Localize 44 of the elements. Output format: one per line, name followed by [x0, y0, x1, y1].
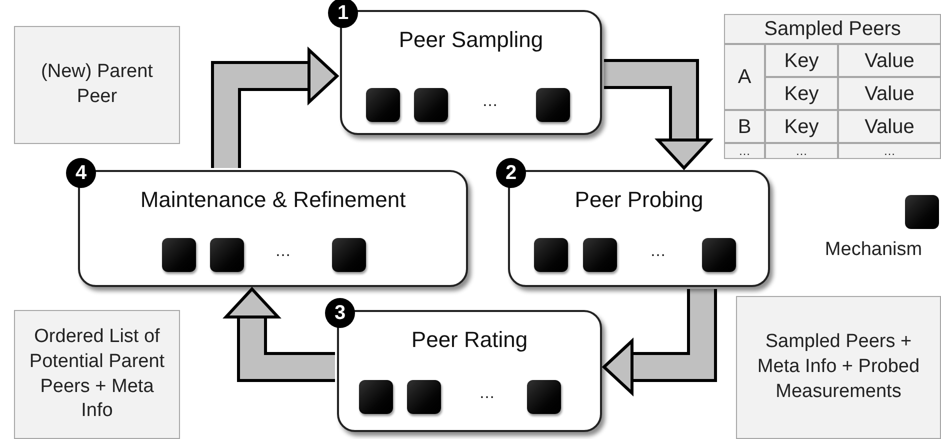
mechanism-icon [536, 88, 570, 122]
block-arrow [604, 59, 714, 170]
mechanism-icon [162, 238, 196, 272]
mechanism-icon [702, 238, 736, 272]
table-cell: Value [838, 110, 941, 143]
mechanism-icon [527, 380, 561, 414]
mechanism-icon [332, 238, 366, 272]
step-number: 1 [328, 0, 358, 28]
stage-title: Peer Sampling [398, 26, 544, 54]
ellipsis: … [650, 244, 666, 260]
block-arrow [602, 289, 717, 396]
table-cell: Sampled Peers [724, 14, 941, 44]
block-arrow [222, 286, 335, 382]
info-box: Ordered List of Potential Parent Peers + Meta Info [14, 310, 180, 439]
table-cell: … [765, 143, 838, 159]
step-number: 4 [66, 158, 96, 188]
table-cell: A [724, 44, 765, 110]
stage-title: Maintenance & Refinement [139, 186, 407, 214]
stage-title: Peer Probing [574, 186, 704, 214]
stage-title: Peer Rating [410, 326, 529, 354]
table-cell: Key [765, 44, 838, 77]
info-box: Sampled Peers + Meta Info + Probed Measurements [736, 296, 941, 439]
mechanism-icon [210, 238, 244, 272]
table-cell: Value [838, 77, 941, 110]
step-number: 2 [496, 158, 526, 188]
ellipsis: … [482, 94, 498, 110]
mechanism-icon [407, 380, 441, 414]
step-number: 3 [325, 298, 355, 328]
mechanism-icon [366, 88, 400, 122]
mechanism-icon [583, 238, 617, 272]
mechanism-icon [414, 88, 448, 122]
legend-label: Mechanism [824, 238, 924, 262]
mechanism-icon [534, 238, 568, 272]
info-box: (New) Parent Peer [14, 26, 180, 144]
table-cell: Key [765, 77, 838, 110]
table-cell: … [724, 143, 765, 159]
table-cell: … [838, 143, 941, 159]
mechanism-icon [359, 380, 393, 414]
table-cell: Key [765, 110, 838, 143]
block-arrow [211, 46, 340, 168]
table-cell: B [724, 110, 765, 143]
ellipsis: … [479, 386, 495, 402]
table-cell: Value [838, 44, 941, 77]
ellipsis: … [275, 244, 291, 260]
